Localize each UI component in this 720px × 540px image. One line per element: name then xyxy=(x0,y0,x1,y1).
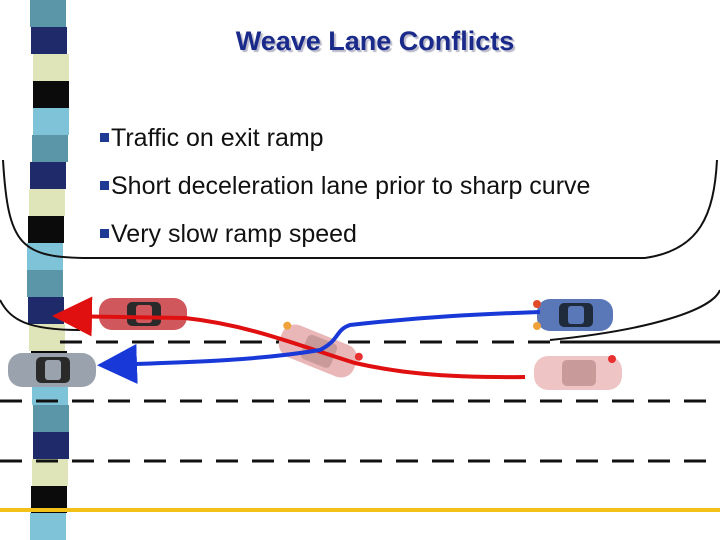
red-weave-path xyxy=(52,296,526,380)
bullet-item: Very slow ramp speed xyxy=(100,218,590,266)
strip-block xyxy=(33,432,69,459)
strip-block xyxy=(32,459,68,486)
car-silver xyxy=(8,353,96,387)
strip-block xyxy=(33,108,69,135)
car-blue xyxy=(533,299,613,331)
strip-block xyxy=(30,162,66,189)
square-bullet-icon xyxy=(100,229,109,238)
strip-block xyxy=(33,81,69,108)
strip-block xyxy=(28,216,64,243)
slide-title: Weave Lane Conflicts xyxy=(235,26,515,56)
ramp-boundary-left xyxy=(2,159,91,259)
strip-block xyxy=(30,0,66,27)
bullet-text: Very slow ramp speed xyxy=(111,220,357,248)
ramp-boundary-right xyxy=(644,159,718,259)
bullet-item: Traffic on exit ramp xyxy=(100,122,590,170)
blue-weave-path xyxy=(97,310,541,384)
strip-block xyxy=(30,513,66,540)
bullet-text: Short deceleration lane prior to sharp c… xyxy=(111,172,591,200)
ramp-outer-right xyxy=(549,289,720,341)
decorative-left-strip xyxy=(0,0,69,540)
square-bullet-icon xyxy=(100,181,109,190)
car-pink-lane xyxy=(534,355,622,390)
car-red xyxy=(99,298,187,330)
strip-block xyxy=(33,405,69,432)
strip-block xyxy=(31,27,67,54)
strip-block xyxy=(29,189,65,216)
bullet-list: Traffic on exit ramp Short deceleration … xyxy=(100,122,590,266)
strip-block xyxy=(33,54,69,81)
square-bullet-icon xyxy=(100,133,109,142)
bullet-text: Traffic on exit ramp xyxy=(111,124,324,152)
strip-block xyxy=(27,270,63,297)
strip-block xyxy=(28,297,64,324)
strip-block xyxy=(32,135,68,162)
bullet-item: Short deceleration lane prior to sharp c… xyxy=(100,170,590,218)
